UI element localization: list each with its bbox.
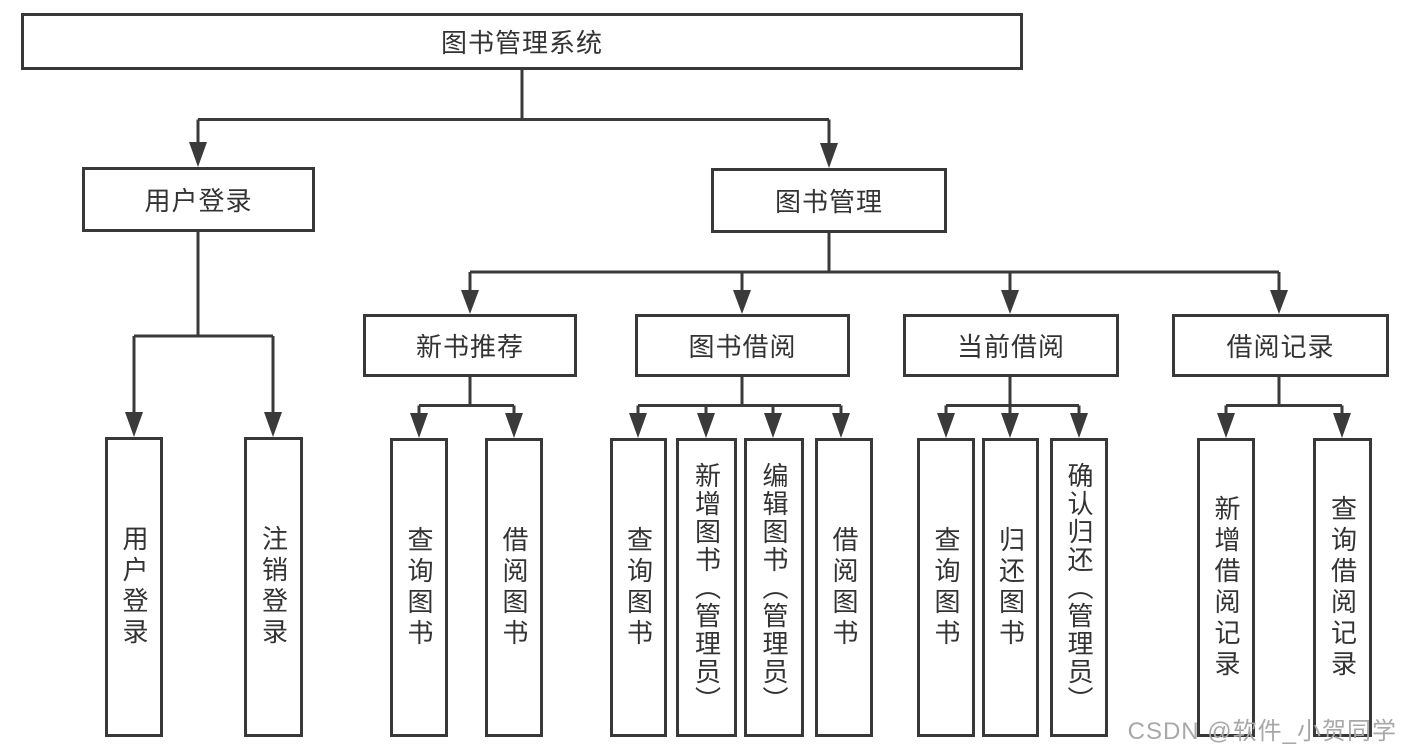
arrowhead: [1217, 413, 1235, 438]
arrowhead: [733, 290, 751, 314]
arrowhead: [461, 290, 479, 314]
node-book-borrow: 图书借阅: [635, 314, 850, 377]
arrowhead: [189, 142, 207, 167]
connector-book-borrow-children: [636, 377, 843, 414]
leaf-confirm-return-admin-label: 确认归还（管理员）: [1064, 461, 1094, 714]
node-current-borrow: 当前借阅: [903, 314, 1119, 377]
arrowhead: [1333, 413, 1351, 438]
node-book-mgmt: 图书管理: [711, 168, 947, 233]
leaf-edit-book-admin-label: 编辑图书（管理员）: [759, 461, 789, 714]
connector-current-borrow-children: [944, 377, 1081, 414]
arrowhead: [1070, 413, 1088, 438]
leaf-borrow-books-2-label: 借阅图书: [829, 525, 859, 650]
node-user-login: 用户登录: [82, 167, 315, 232]
node-current-borrow-label: 当前借阅: [956, 332, 1065, 362]
connector-root-to-level2: [196, 69, 831, 144]
leaf-edit-book-admin: 编辑图书（管理员）: [744, 438, 804, 737]
arrowhead: [1001, 413, 1019, 438]
leaf-add-borrow-record: 新增借阅记录: [1197, 438, 1255, 737]
arrowhead: [820, 143, 838, 168]
connector-user-login-children: [132, 232, 275, 413]
node-book-mgmt-label: 图书管理: [774, 187, 883, 217]
node-root-label: 图书管理系统: [440, 28, 603, 58]
arrowhead: [832, 413, 850, 438]
arrowhead: [125, 412, 143, 437]
leaf-add-borrow-record-label: 新增借阅记录: [1211, 494, 1241, 681]
leaf-borrow-books-2: 借阅图书: [815, 438, 873, 737]
leaf-query-books-3-label: 查询图书: [931, 525, 961, 650]
leaf-query-books-1-label: 查询图书: [404, 525, 434, 650]
leaf-logout: 注销登录: [244, 437, 303, 737]
leaf-logout-label: 注销登录: [258, 525, 289, 649]
arrowhead: [264, 412, 282, 437]
leaf-add-book-admin-label: 新增图书（管理员）: [691, 461, 722, 714]
leaf-borrow-books-1: 借阅图书: [485, 438, 543, 737]
leaf-borrow-books-1-label: 借阅图书: [499, 525, 529, 650]
node-borrow-records-label: 借阅记录: [1226, 332, 1335, 362]
leaf-query-borrow-record-label: 查询借阅记录: [1327, 494, 1358, 681]
arrowhead: [697, 413, 715, 438]
leaf-query-borrow-record: 查询借阅记录: [1313, 438, 1372, 737]
leaf-confirm-return-admin: 确认归还（管理员）: [1050, 438, 1108, 737]
connector-book-mgmt-children: [468, 233, 1281, 291]
leaf-add-book-admin: 新增图书（管理员）: [676, 438, 737, 737]
leaf-query-books-2: 查询图书: [610, 438, 667, 737]
csdn-watermark: CSDN @软件_小贺同学: [1127, 718, 1397, 745]
arrowhead: [410, 413, 428, 438]
node-book-borrow-label: 图书借阅: [688, 332, 797, 362]
leaf-query-books-3: 查询图书: [917, 438, 975, 737]
leaf-return-book-label: 归还图书: [995, 525, 1026, 650]
node-root: 图书管理系统: [21, 13, 1023, 70]
node-borrow-records: 借阅记录: [1172, 314, 1389, 377]
arrowhead: [505, 413, 523, 438]
connector-new-book-rec-children: [417, 377, 516, 414]
leaf-user-login-label: 用户登录: [119, 525, 149, 649]
arrowhead: [1270, 290, 1288, 314]
leaf-return-book: 归还图书: [982, 438, 1039, 737]
node-new-book-rec-label: 新书推荐: [415, 332, 524, 362]
leaf-query-books-2-label: 查询图书: [623, 525, 654, 650]
arrowhead: [1001, 290, 1019, 314]
arrowhead: [629, 413, 647, 438]
leaf-query-books-1: 查询图书: [390, 438, 448, 737]
arrowhead: [764, 413, 782, 438]
node-user-login-label: 用户登录: [144, 186, 253, 216]
node-new-book-rec: 新书推荐: [363, 314, 577, 377]
connector-borrow-records-children: [1224, 377, 1344, 414]
leaf-user-login: 用户登录: [105, 437, 163, 737]
arrowhead: [937, 413, 955, 438]
